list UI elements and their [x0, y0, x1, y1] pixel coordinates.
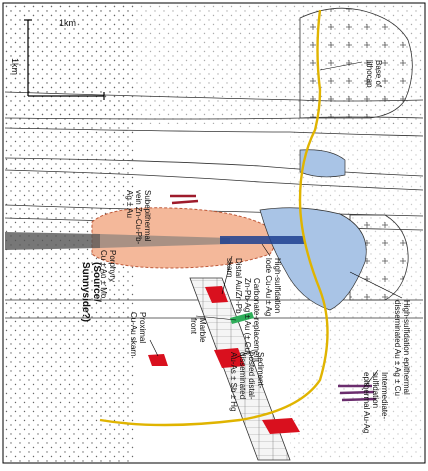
label-base-lithocap: Base of lithocap — [365, 60, 383, 89]
lode-vein — [220, 236, 305, 244]
scale-label-horizontal: 1km — [10, 58, 20, 75]
label-high-sulfidation-lode: High-sulfidation lode Cu-Au ± Ag — [264, 258, 282, 316]
intrusive-dike — [5, 232, 100, 250]
scale-label-vertical: 1km — [59, 18, 76, 28]
label-high-sulfidation-epithermal: High-sulfidation epithermal disseminated… — [393, 300, 411, 397]
